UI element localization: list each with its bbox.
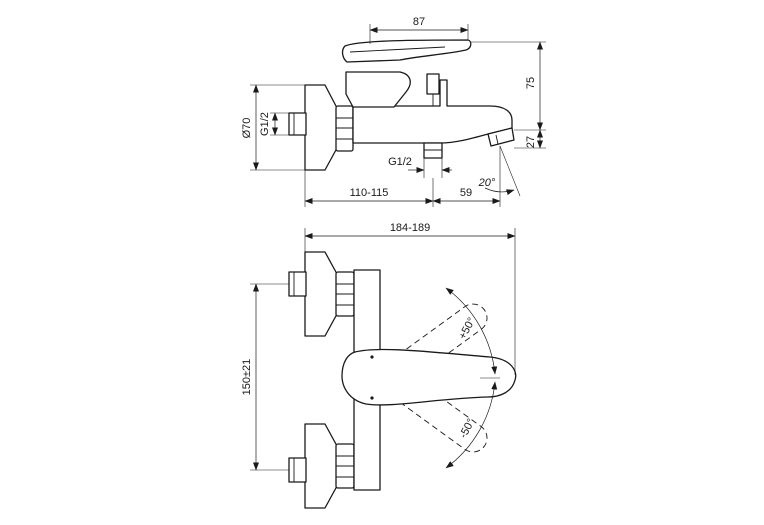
union-nut bbox=[335, 105, 354, 152]
dim-outlet-thread: G1/2 bbox=[388, 156, 412, 168]
top-view bbox=[288, 251, 517, 509]
dim-wall-to-outlet: 110-115 bbox=[350, 187, 389, 199]
dim-height-spout: 27 bbox=[525, 136, 537, 148]
lower-inlet-nipple bbox=[288, 457, 307, 483]
dim-spout-angle: 20° bbox=[478, 177, 496, 189]
wall-flange bbox=[304, 84, 338, 171]
cartridge-cap bbox=[345, 71, 411, 108]
dim-rotation-plus: +50° bbox=[457, 316, 478, 342]
dim-flange-diameter: Ø70 bbox=[241, 118, 253, 139]
lever-handle bbox=[341, 39, 472, 63]
side-view bbox=[288, 39, 515, 171]
dim-lever-length: 87 bbox=[413, 16, 425, 28]
side-view-dimensions: 87 75 27 Ø70 G1/2 G1/2 110-115 59 bbox=[241, 16, 546, 207]
dim-total-depth: 184-189 bbox=[390, 222, 430, 234]
upper-flange bbox=[304, 251, 338, 337]
shower-outlet bbox=[423, 142, 443, 159]
diverter-knob bbox=[426, 73, 440, 95]
lower-flange bbox=[304, 423, 338, 509]
spout-outlet bbox=[487, 127, 515, 147]
upper-inlet-nipple bbox=[288, 271, 307, 297]
dim-outlet-to-spout: 59 bbox=[460, 187, 472, 199]
dim-height-lever: 75 bbox=[525, 77, 537, 89]
dim-rotation-minus: -50° bbox=[457, 417, 477, 441]
inlet-nipple bbox=[288, 112, 307, 136]
dim-inlet-spacing: 150±21 bbox=[241, 359, 253, 396]
mixer-body bbox=[352, 79, 513, 144]
lever-top bbox=[341, 348, 517, 406]
dim-inlet-thread: G1/2 bbox=[259, 112, 271, 136]
